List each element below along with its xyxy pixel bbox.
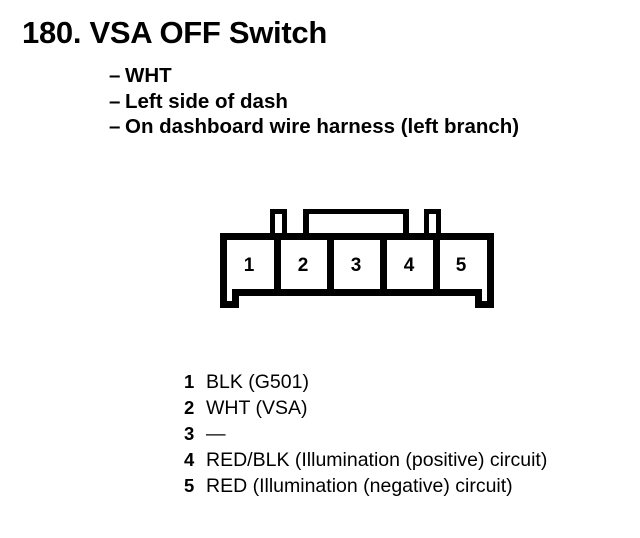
page-title: 180. VSA OFF Switch <box>22 15 327 50</box>
dash-marker: – <box>109 115 121 138</box>
center-tab-icon <box>303 209 409 240</box>
pin-cavity-3: 3 <box>351 255 362 276</box>
spec-text: On dashboard wire harness (left branch) <box>125 115 520 138</box>
pin-legend-row: 3 — <box>184 421 547 447</box>
spec-item: – WHT <box>109 63 519 89</box>
pin-divider <box>380 238 387 290</box>
pin-legend-number: 2 <box>184 397 195 418</box>
pin-cavity-1: 1 <box>244 255 255 276</box>
dash-marker: – <box>109 89 121 113</box>
connector-svg: 1 2 3 4 5 <box>220 209 494 308</box>
spec-text: Left side of dash <box>125 89 288 113</box>
pin-legend-description: BLK (G501) <box>206 371 309 393</box>
connector-diagram: 1 2 3 4 5 <box>205 200 505 320</box>
pin-cavity-2: 2 <box>298 255 309 276</box>
connector-body-outline <box>220 233 494 308</box>
spec-item: – Left side of dash <box>109 89 519 115</box>
pin-legend-number: 5 <box>184 475 195 496</box>
pin-legend-number: 1 <box>184 371 195 392</box>
pin-legend-number: 3 <box>184 423 195 444</box>
pin-legend-description: RED (Illumination (negative) circuit) <box>206 475 513 497</box>
pin-divider <box>433 238 440 290</box>
pin-legend-row: 2 WHT (VSA) <box>184 395 547 421</box>
pin-divider <box>327 238 334 290</box>
pin-legend-list: 1 BLK (G501) 2 WHT (VSA) 3 — 4 RED/BLK (… <box>184 369 547 499</box>
right-tab-icon <box>424 209 441 240</box>
spec-list: – WHT – Left side of dash – On dashboard… <box>109 63 519 140</box>
pin-divider <box>274 238 281 290</box>
left-tab-icon <box>270 209 287 240</box>
pin-legend-number: 4 <box>184 449 195 470</box>
pin-legend-description: RED/BLK (Illumination (positive) circuit… <box>206 449 548 471</box>
pin-legend-description: WHT (VSA) <box>206 397 308 419</box>
dash-marker: – <box>109 64 121 87</box>
pin-legend-row: 5 RED (Illumination (negative) circuit) <box>184 473 547 499</box>
pin-legend-row: 4 RED/BLK (Illumination (positive) circu… <box>184 447 547 473</box>
spec-item: – On dashboard wire harness (left branch… <box>109 114 519 140</box>
pin-legend-description: — <box>206 423 226 445</box>
spec-text: WHT <box>125 64 172 87</box>
pin-cavity-4: 4 <box>404 255 415 276</box>
pin-cavity-5: 5 <box>456 255 467 276</box>
pin-legend-row: 1 BLK (G501) <box>184 369 547 395</box>
